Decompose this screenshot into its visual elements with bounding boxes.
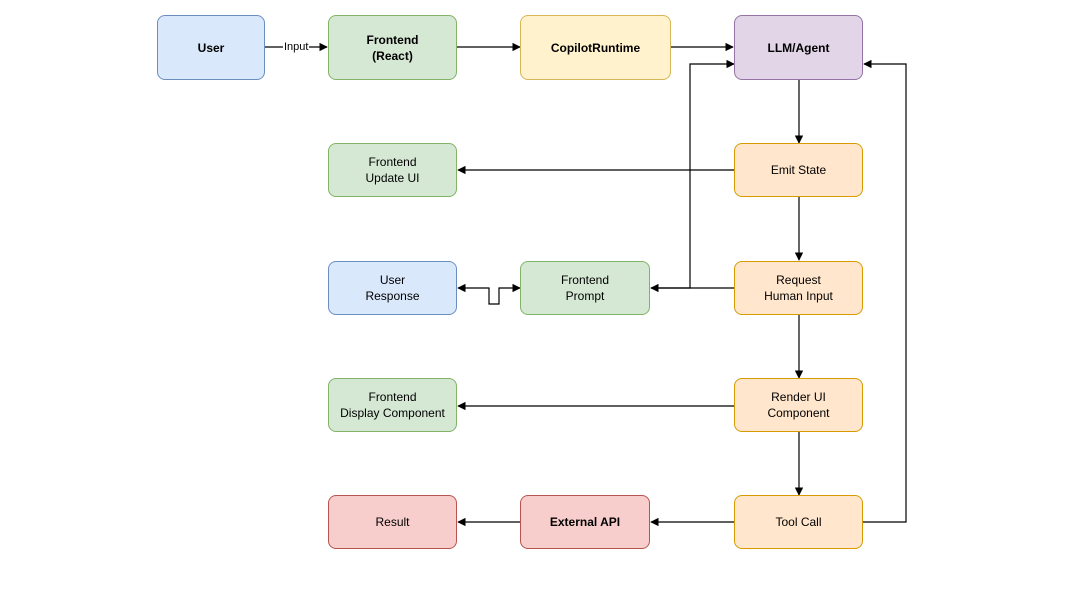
edge-prompt-agent bbox=[651, 59, 735, 289]
node-frontend-prompt: Frontend Prompt bbox=[520, 261, 650, 315]
node-llm-agent: LLM/Agent bbox=[734, 15, 863, 80]
node-request-human-input: Request Human Input bbox=[734, 261, 863, 315]
node-copilot-runtime: CopilotRuntime bbox=[520, 15, 671, 80]
node-external-api: External API bbox=[520, 495, 650, 549]
node-render-ui-component: Render UI Component bbox=[734, 378, 863, 432]
node-frontend-update-ui: Frontend Update UI bbox=[328, 143, 457, 197]
edge-label-input: Input bbox=[283, 41, 310, 53]
edge-tool-agent bbox=[863, 59, 907, 523]
node-user-response: User Response bbox=[328, 261, 457, 315]
node-result: Result bbox=[328, 495, 457, 549]
node-emit-state: Emit State bbox=[734, 143, 863, 197]
node-tool-call: Tool Call bbox=[734, 495, 863, 549]
node-frontend-display-component: Frontend Display Component bbox=[328, 378, 457, 432]
edge-prompt-user-response bbox=[457, 283, 521, 305]
node-user: User bbox=[157, 15, 265, 80]
node-frontend-react: Frontend (React) bbox=[328, 15, 457, 80]
